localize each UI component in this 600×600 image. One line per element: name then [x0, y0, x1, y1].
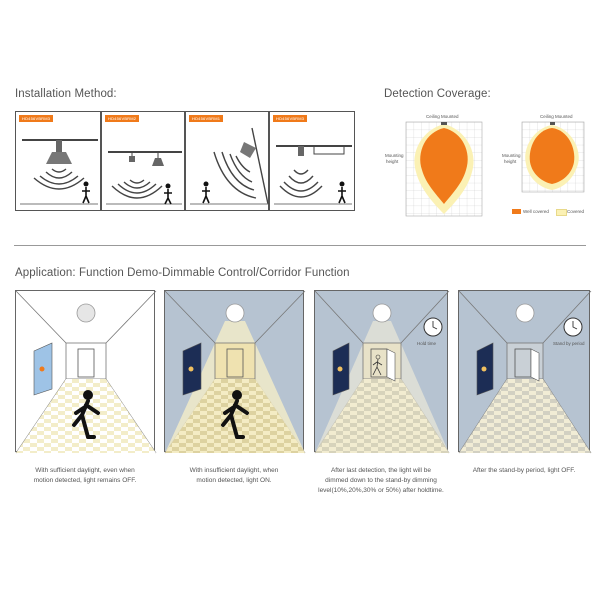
install-illustration-1: [20, 139, 98, 205]
install-panel-2: HD456VBRM2: [101, 111, 185, 211]
scene-2-room: [164, 290, 306, 454]
install-panel-tag: HD456VBRM3: [273, 115, 308, 122]
installation-heading: Installation Method:: [15, 88, 117, 100]
install-panel-1: HD456VBRM3: [15, 111, 101, 211]
install-illustration-3: [190, 127, 269, 205]
install-panel-tag: HD456VBRM3: [19, 115, 54, 122]
scene-1-caption-line-1: With sufficient daylight, even when: [35, 467, 135, 474]
coverage-top-label-1: Ceiling Mounted: [426, 114, 459, 119]
section-divider: [14, 245, 586, 246]
scene-3-illustration: [314, 290, 450, 454]
scene-3-room: Hold time: [314, 290, 450, 454]
scene-1-caption-line-2: motion detected, light remains OFF.: [33, 477, 137, 484]
scene-3-caption-line-3: level(10%,20%,30% or 50%) after holdtime…: [318, 487, 444, 494]
install-illustration-2: [106, 151, 182, 205]
coverage-top-label-2: Ceiling Mounted: [540, 114, 573, 119]
coverage-chart-1: [405, 121, 483, 217]
install-panel-3: HD456VBRM1: [185, 111, 269, 211]
install-panel-4: HD456VBRM3: [269, 111, 355, 211]
application-heading: Application: Function Demo-Dimmable Cont…: [15, 267, 350, 279]
scene-1-illustration: [15, 290, 157, 454]
legend-label-well-covered: Well covered: [523, 209, 549, 214]
scene-4-room: Stand by period: [458, 290, 592, 454]
scene-4-illustration: [458, 290, 592, 454]
legend-label-covered: Covered: [567, 209, 585, 214]
coverage-heading: Detection Coverage:: [384, 88, 491, 100]
install-panel-tag: HD456VBRM1: [189, 115, 224, 122]
scene-2-caption-line-2: motion detected, light ON.: [196, 477, 272, 484]
scene-4-note: Stand by period: [553, 341, 585, 346]
coverage-chart-2: [521, 121, 585, 193]
coverage-side-label-2a: Mounting: [502, 153, 521, 158]
scene-3-note: Hold time: [417, 341, 437, 346]
install-panel-tag: HD456VBRM2: [105, 115, 140, 122]
scene-3-caption-line-1: After last detection, the light will be: [330, 467, 432, 474]
scene-4-caption-line-1: After the stand-by period, light OFF.: [472, 467, 576, 474]
coverage-side-label-1b: height: [386, 159, 399, 164]
scene-2-caption-line-1: With insufficient daylight, when: [189, 467, 279, 474]
scene-2-illustration: [164, 290, 306, 454]
legend-swatch-well-covered: [512, 209, 521, 214]
coverage-side-label-1a: Mounting: [385, 153, 404, 158]
scene-3-caption-line-2: dimmed down to the stand-by dimming: [325, 477, 437, 484]
coverage-side-label-2b: height: [504, 159, 517, 164]
install-illustration-4: [274, 145, 352, 205]
legend-swatch-covered: [556, 209, 567, 216]
scene-1-room: [15, 290, 157, 454]
